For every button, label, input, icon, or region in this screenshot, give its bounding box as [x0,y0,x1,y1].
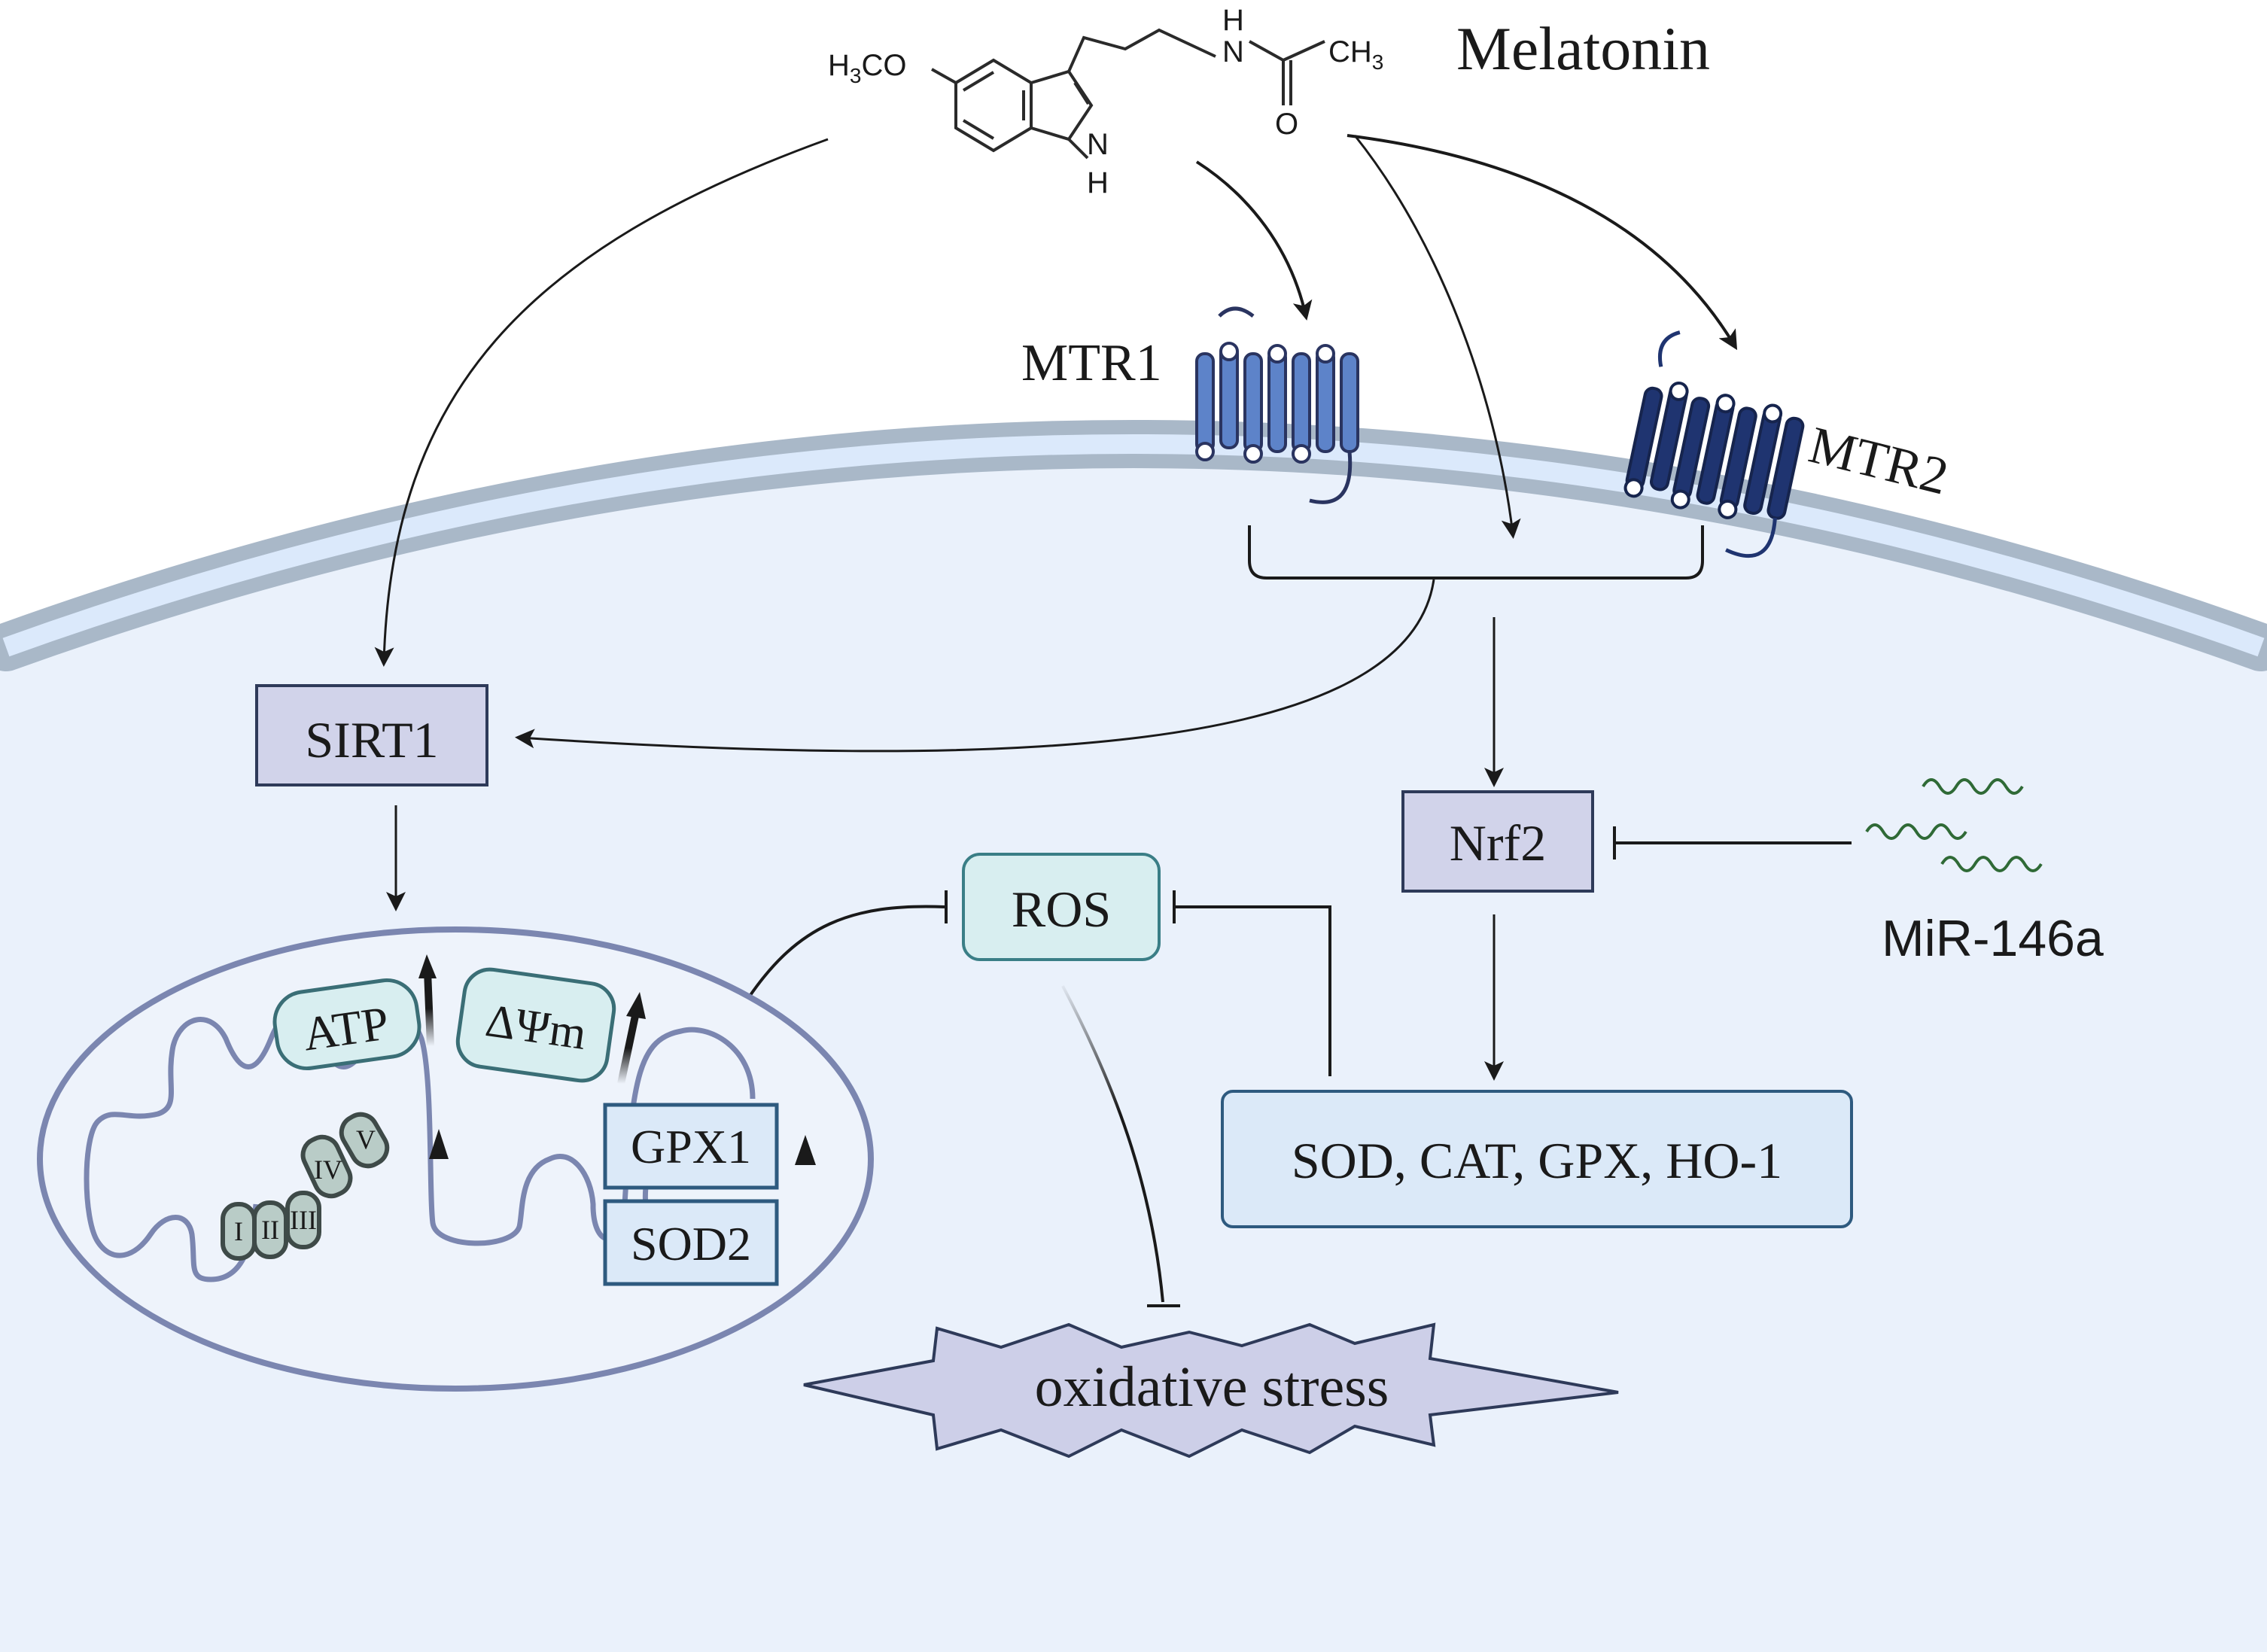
arrow-receptors-to-sirt1 [515,579,1435,753]
amide-n: N [1222,35,1244,68]
methyl-ch: CH [1328,35,1372,68]
mirna-strands [1865,778,2043,872]
melatonin-title: Melatonin [1456,14,1710,83]
melatonin-structure [931,28,1325,160]
membrane-potential-node: ΔΨm [455,967,616,1083]
ros-node: ROS [962,853,1161,961]
gpx1-node: GPX1 [603,1103,779,1190]
indole-h: H [1087,166,1109,199]
svg-text:CH3: CH3 [1328,35,1383,74]
melatonin-atoms: H3CO H N CH3 O N H [828,4,1383,199]
indole-n: N [1087,128,1109,161]
enzymes-label: SOD, CAT, GPX, HO-1 [1292,1132,1782,1189]
mirna-label: MiR-146a [1882,910,2104,967]
svg-text:H3CO: H3CO [828,49,906,87]
complex-iii-label: III [290,1205,317,1235]
complex-i-label: I [234,1216,243,1246]
arrow-melatonin-to-sirt1 [374,138,829,667]
methoxy-tail: CO [861,49,906,82]
inhibit-mitochondrion-to-ros [747,905,945,999]
complex-v [339,1112,390,1169]
atp-node: ATP [272,978,421,1071]
methoxy-h: H [828,49,850,82]
nrf2-label: Nrf2 [1450,814,1546,872]
electron-transport-chain: I II III IV V [221,1112,390,1261]
antioxidant-enzymes-node: SOD, CAT, GPX, HO-1 [1221,1090,1853,1228]
complex-ii-label: II [261,1215,279,1245]
inhibit-enzymes-to-ros [1174,905,1331,1076]
methyl-sub: 3 [1372,50,1384,74]
mtr2-receptor [1623,330,1805,558]
complex-iii [285,1191,321,1249]
atp-up-arrow [424,970,434,1047]
arrow-melatonin-to-nucleus-bracket [1353,135,1521,539]
inhibit-ros-to-oxidative-stress [1061,985,1164,1303]
mtr2-label: MTR2 [1803,416,1954,507]
complex-v-label: V [356,1124,376,1155]
receptor-bracket [1248,525,1704,580]
sod2-node: SOD2 [603,1199,779,1286]
gpx1-label: GPX1 [631,1120,751,1173]
sod2-label: SOD2 [631,1217,751,1270]
complex-iv [300,1134,353,1199]
amide-h: H [1222,4,1244,37]
sirt1-node: SIRT1 [255,684,488,786]
ros-label: ROS [1012,881,1111,938]
complex-iv-label: IV [314,1155,342,1185]
atp-up-arrowhead [418,954,437,978]
oxidative-stress-label: oxidative stress [1035,1355,1389,1419]
delta-psi-up-arrowhead [626,992,646,1019]
sirt1-label: SIRT1 [305,711,438,768]
etc-up-arrowhead [429,1129,449,1159]
arrow-melatonin-to-mtr2 [1347,134,1738,351]
atp-label: ATP [300,996,392,1060]
oxidative-stress-node: oxidative stress [803,1322,1619,1459]
arrow-melatonin-to-mtr1 [1195,160,1313,321]
delta-psi-up-arrow [617,1011,640,1085]
cell-membrane [0,420,2267,671]
mtr1-receptor [1195,306,1359,504]
antioxidant-up-arrowhead [795,1135,816,1165]
nrf2-node: Nrf2 [1401,790,1594,893]
methoxy-sub: 3 [850,64,862,87]
carbonyl-o: O [1275,108,1298,141]
mtr1-label: MTR1 [1021,334,1162,392]
